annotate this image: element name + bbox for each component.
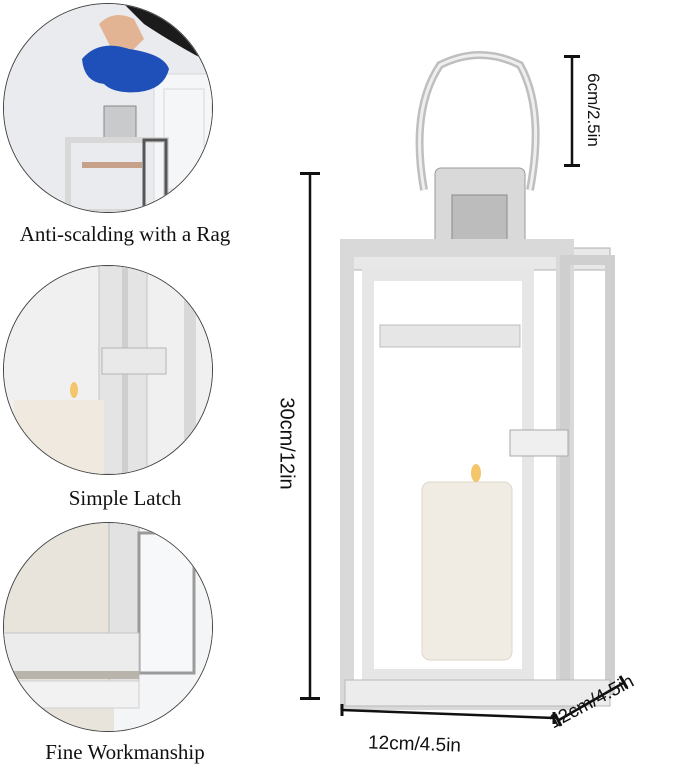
dimension-line-depth (555, 672, 630, 728)
feature-caption: Simple Latch (68, 486, 182, 510)
feature-caption: Anti-scalding with a Rag (19, 222, 231, 246)
feature-image-anti-scalding (3, 3, 213, 213)
product-illustration-lantern (340, 50, 620, 710)
feature-image-simple-latch (3, 265, 213, 475)
feature-image-fine-workmanship (3, 522, 213, 732)
dimension-label-width: 12cm/4.5in (367, 732, 462, 757)
feature-caption: Fine Workmanship (45, 740, 205, 764)
dimension-line-height (298, 172, 322, 700)
dimension-line-handle (564, 55, 580, 167)
dimension-label-handle: 6cm/2.5in (583, 73, 603, 147)
dimension-line-width (340, 702, 556, 726)
dimension-label-height: 30cm/12in (275, 397, 298, 490)
